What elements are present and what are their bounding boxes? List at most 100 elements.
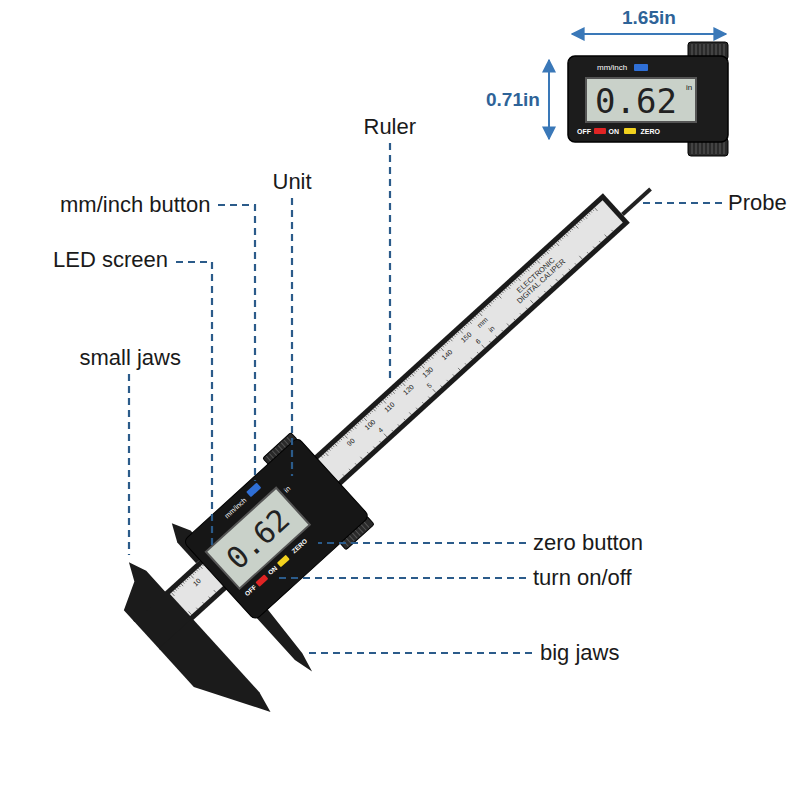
lcd-screen xyxy=(206,488,310,589)
ruler-tick xyxy=(414,372,415,373)
zero-button xyxy=(624,128,636,134)
ruler-tick xyxy=(482,345,485,348)
ruler-tick xyxy=(569,230,570,231)
ruler-tick xyxy=(367,452,368,453)
leader-line xyxy=(642,202,722,204)
leader-line xyxy=(291,198,293,476)
ruler-tick xyxy=(514,319,515,320)
ruler-tick xyxy=(383,400,386,403)
ruler-tick xyxy=(579,256,582,259)
ruler-tick xyxy=(556,279,558,281)
ruler-tick xyxy=(183,582,184,583)
ruler-tick xyxy=(402,383,405,386)
ruler-tick xyxy=(539,258,540,259)
ruler-tick xyxy=(510,285,511,286)
ruler-tick xyxy=(543,255,544,256)
fixed-big-jaw xyxy=(159,618,274,739)
ruler-tick xyxy=(498,295,501,298)
ruler-tick xyxy=(444,344,445,345)
ruler-tick xyxy=(412,374,414,376)
ruler-tick xyxy=(566,234,568,236)
ruler-tick xyxy=(523,272,524,273)
ruler-tick xyxy=(518,278,521,281)
ruler-tick xyxy=(441,348,444,351)
ruler-tick xyxy=(533,264,534,265)
ruler-tick xyxy=(550,285,551,286)
ruler-tick xyxy=(544,291,545,292)
ruler-tick xyxy=(558,241,559,242)
ruler-tick xyxy=(358,423,359,424)
ruler-tick xyxy=(404,381,405,382)
ruler-tick xyxy=(506,288,507,289)
ruler-tick xyxy=(398,386,399,387)
ruler-tick xyxy=(599,241,600,242)
leader-line xyxy=(128,374,130,555)
callout-label: Probe xyxy=(728,192,787,214)
ruler-tick xyxy=(373,447,374,448)
ruler-tick xyxy=(591,211,592,212)
ruler-tick xyxy=(366,416,367,417)
ruler-tick xyxy=(187,579,188,580)
ruler-tick xyxy=(418,369,419,370)
ruler-tick xyxy=(453,374,454,375)
ruler-tick xyxy=(325,453,328,456)
ruler-tick xyxy=(443,346,444,347)
ruler-tick xyxy=(593,209,594,210)
ruler-tick xyxy=(491,302,492,303)
ruler-tick xyxy=(496,335,497,336)
ruler-tick xyxy=(368,414,369,415)
ruler-tick xyxy=(496,297,497,298)
ruler-tick xyxy=(493,300,494,301)
ruler-tick xyxy=(537,260,540,263)
ruler-tick xyxy=(352,428,353,429)
ruler-tick xyxy=(483,309,484,310)
ruler-tick xyxy=(329,449,330,450)
ruler-tick xyxy=(520,313,521,314)
callout-label: turn on/off xyxy=(533,567,632,589)
height-dimension-arrow xyxy=(548,60,550,139)
ruler-tick xyxy=(433,389,436,392)
ruler-tick xyxy=(458,332,459,333)
ruler-tick xyxy=(448,341,449,342)
ruler-tick xyxy=(556,243,559,246)
ruler-tick xyxy=(410,376,411,377)
ruler-tick xyxy=(343,437,344,438)
ruler-tick xyxy=(575,263,576,264)
ruler-tick xyxy=(419,367,420,368)
ruler-tick xyxy=(468,323,469,324)
ruler-tick xyxy=(179,586,180,587)
ruler-tick xyxy=(380,441,381,442)
ruler-tick xyxy=(502,330,503,331)
ruler-tick xyxy=(350,430,351,431)
power-button xyxy=(594,128,606,134)
button-label: OFF xyxy=(577,128,591,135)
ruler-tick xyxy=(354,426,356,428)
ruler-tick xyxy=(527,269,529,271)
button-label: ZERO xyxy=(641,128,660,135)
leader-line xyxy=(278,577,526,579)
ruler-tick xyxy=(516,279,517,280)
ruler-tick xyxy=(429,358,430,359)
ruler-tick xyxy=(514,281,515,282)
ruler-tick xyxy=(568,232,569,233)
ruler-tick xyxy=(477,314,478,315)
ruler-tick xyxy=(202,565,203,566)
ruler-tick xyxy=(471,358,472,359)
ruler-tick xyxy=(364,418,367,421)
callout-label: mm/inch button xyxy=(60,194,210,216)
ruler-tick xyxy=(465,363,466,364)
ruler-tick xyxy=(428,397,429,398)
zero-button xyxy=(277,555,290,568)
ruler-tick xyxy=(525,271,526,272)
callout-label: LED screen xyxy=(53,249,168,271)
ruler-tick xyxy=(489,304,491,306)
caliper-illustration xyxy=(25,45,800,800)
ruler-tick xyxy=(577,223,578,224)
ruler-tick xyxy=(550,248,551,249)
ruler-tick xyxy=(369,412,370,413)
ruler-tick xyxy=(191,575,194,578)
ruler-tick xyxy=(469,321,471,323)
ruler-tick xyxy=(384,434,387,437)
ruler-tick xyxy=(593,247,594,248)
ruler-tick xyxy=(171,593,174,596)
